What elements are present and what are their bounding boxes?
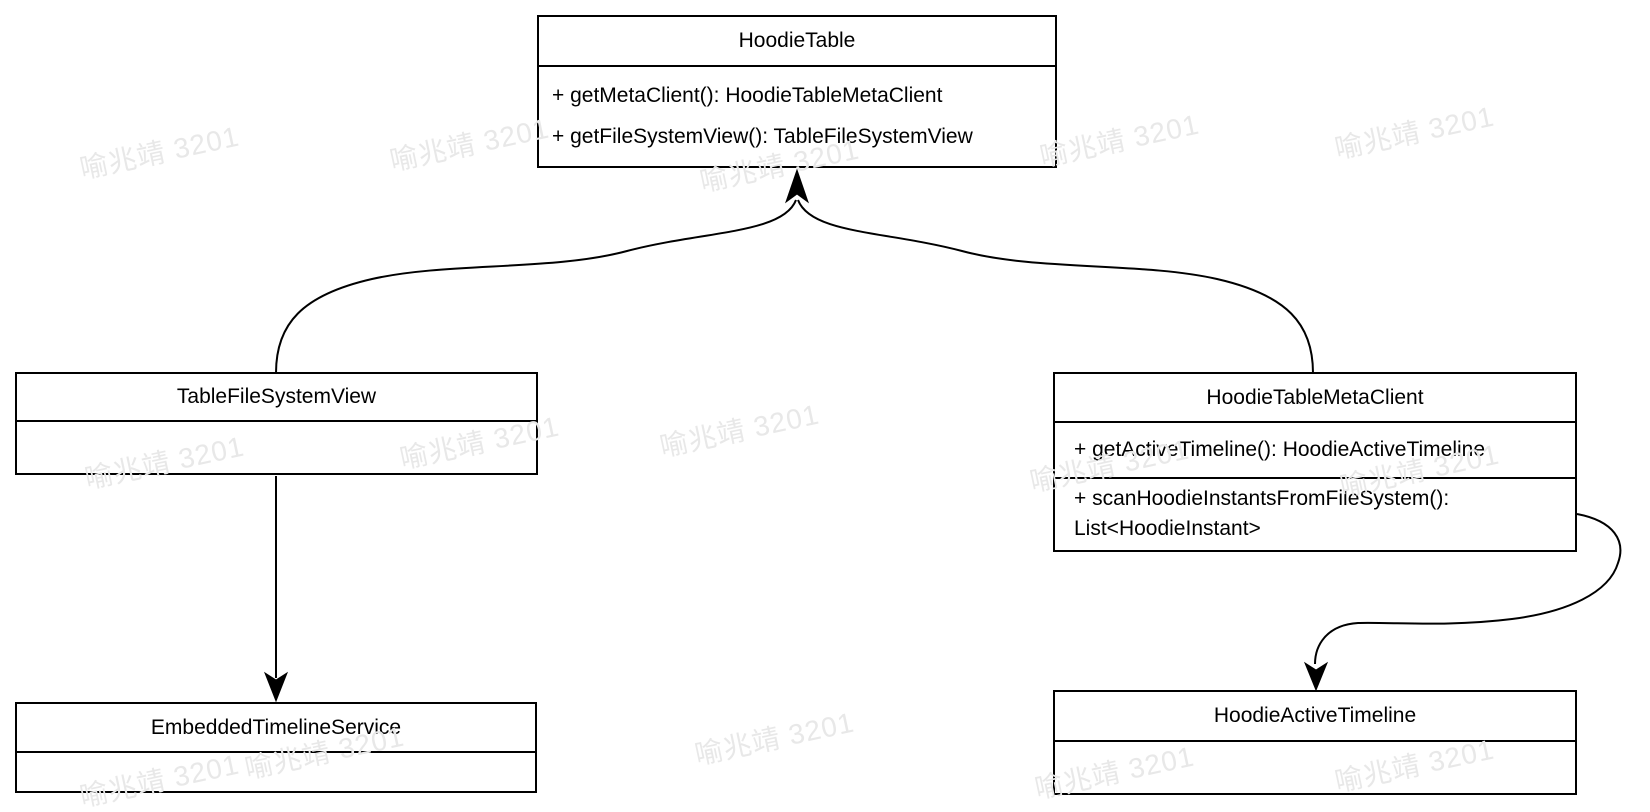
class-method: + getActiveTimeline(): HoodieActiveTimel… [1055,423,1575,479]
arrowhead-up-icon [785,168,809,204]
class-box-hoodie-table-meta-client: HoodieTableMetaClient + getActiveTimelin… [1053,372,1577,552]
class-box-hoodie-table: HoodieTable + getMetaClient(): HoodieTab… [537,15,1057,168]
class-title: TableFileSystemView [17,374,536,422]
watermark-text: 喻兆靖 3201 [387,112,553,177]
edge-tablefilesystemview-to-hoodietable [275,199,797,374]
class-title: HoodieActiveTimeline [1055,692,1575,742]
watermark-text: 喻兆靖 3201 [77,120,243,185]
class-title: HoodieTable [539,17,1055,67]
class-method: + getMetaClient(): HoodieTableMetaClient [552,84,943,107]
class-title: EmbeddedTimelineService [17,704,535,753]
class-box-embedded-timeline-service: EmbeddedTimelineService [15,702,537,793]
watermark-text: 喻兆靖 3201 [692,706,858,771]
watermark-text: 喻兆靖 3201 [1332,100,1498,165]
watermark-text: 喻兆靖 3201 [1037,108,1203,173]
class-title: HoodieTableMetaClient [1055,374,1575,423]
watermark-text: 喻兆靖 3201 [657,398,823,463]
class-empty-compartment [1055,742,1575,793]
class-methods-compartment: + getMetaClient(): HoodieTableMetaClient… [539,67,1055,166]
class-empty-compartment [17,422,536,473]
class-empty-compartment [17,753,535,791]
class-box-hoodie-active-timeline: HoodieActiveTimeline [1053,690,1577,795]
arrowhead-down-icon [263,671,289,703]
class-box-table-file-system-view: TableFileSystemView [15,372,538,475]
arrowhead-down-icon [1303,661,1329,692]
class-method: + getFileSystemView(): TableFileSystemVi… [552,125,973,148]
class-method: + scanHoodieInstantsFromFileSystem(): Li… [1074,487,1450,540]
edge-hoodietablemetaclient-to-hoodietable [797,199,1314,374]
